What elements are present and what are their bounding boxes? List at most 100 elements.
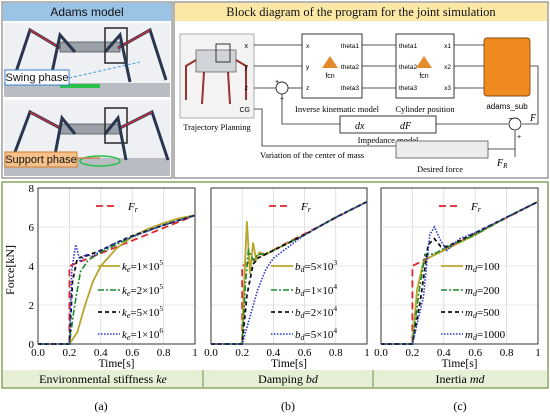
- legend-label-fr: Fr: [470, 201, 482, 214]
- sum1-plus-a: +: [275, 79, 279, 86]
- y-tick-label: 4: [29, 261, 35, 273]
- charts-region: Force[kN] Environmental stiffness ke Dam…: [1, 181, 549, 413]
- legend-label: ke=1×105: [122, 258, 163, 274]
- ik-out-theta2: theta2: [341, 64, 359, 71]
- series-line-3: [211, 200, 368, 345]
- x-axis-label: Time[s]: [271, 358, 307, 370]
- series-line-1: [38, 214, 196, 345]
- x-tick-label: 0.0: [204, 347, 218, 359]
- series-line-4: [211, 200, 368, 345]
- desired-force-block: [395, 140, 489, 159]
- support-phase-label: Support phase: [5, 154, 77, 166]
- x-axis-label: Time[s]: [99, 358, 135, 370]
- ik-in-z: z: [306, 85, 309, 92]
- sum-junction-2: [508, 117, 522, 131]
- legend-label-fr: Fr: [300, 201, 312, 214]
- force-FR-label: FR: [496, 158, 508, 170]
- desired-force-caption: Desired force: [417, 164, 463, 174]
- block-diagram-title: Block diagram of the program for the joi…: [226, 5, 496, 19]
- x-tick-label: 0.4: [267, 347, 281, 359]
- plot-area: [210, 187, 368, 345]
- caption-a: Environmental stiffness ke: [39, 372, 167, 386]
- ik-in-y: y: [306, 64, 310, 71]
- ik-in-x: x: [306, 43, 310, 50]
- variation-caption: Variation of the center of mass: [260, 150, 364, 160]
- x-tick-label: 1: [364, 347, 370, 359]
- x-tick-label: 0.2: [406, 347, 420, 359]
- ik-out-theta3: theta3: [341, 85, 359, 92]
- traj-port-y: y: [245, 64, 249, 71]
- impedance-dx: dx: [355, 121, 365, 132]
- trajectory-planning-block: [179, 33, 255, 119]
- robot-image-swing: [4, 23, 170, 97]
- y-tick-label: 8: [29, 183, 35, 195]
- series-line-2: [38, 214, 196, 345]
- x-tick-label: 0.4: [437, 347, 451, 359]
- caption-band: [3, 370, 547, 387]
- swing-phase-label: Swing phase: [6, 72, 69, 84]
- x-tick-label: 1: [535, 347, 541, 359]
- impedance-model-block: [339, 115, 437, 134]
- panel-label-a: (a): [94, 399, 107, 413]
- x-tick-label: 0.2: [63, 347, 77, 359]
- plot-area: [380, 187, 539, 345]
- legend-label: md=100: [465, 261, 500, 274]
- legend-label: bd=2×104: [295, 304, 337, 320]
- matlab-fcn-icon-1: [322, 56, 338, 68]
- impedance-dF: dF: [400, 121, 412, 132]
- legend-label: md=500: [465, 307, 500, 320]
- charts-frame: [1, 181, 549, 389]
- ik-caption: Inverse kinematic model: [295, 104, 380, 114]
- adams-title: Adams model: [50, 5, 123, 19]
- panel-label-b: (b): [281, 399, 295, 413]
- block-diagram-panel: Block diagram of the program for the joi…: [173, 1, 549, 179]
- x-tick-label: 0.0: [31, 347, 45, 359]
- trajectory-planning-label: Trajectory Planning: [183, 122, 251, 132]
- legend-label: md=200: [465, 285, 500, 298]
- cyl-in-theta1: theta1: [399, 43, 417, 50]
- adams-panel: Adams model: [1, 1, 173, 179]
- support-phase-box: [4, 151, 78, 168]
- y-tick-label: 2: [29, 300, 35, 312]
- series-line-4: [38, 214, 196, 345]
- legend-label-fr: Fr: [127, 201, 139, 214]
- caption-b: Damping bd: [258, 372, 319, 386]
- traj-port-z: z: [245, 85, 249, 92]
- legend-label: bd=5×104: [295, 326, 337, 342]
- sum2-plus: +: [517, 134, 521, 141]
- cyl-out-x2: x2: [444, 64, 451, 71]
- series-line-3: [38, 214, 196, 345]
- cyl-fcn-label: fcn: [419, 73, 428, 80]
- ik-fcn-label: fcn: [325, 73, 334, 80]
- x-tick-label: 0.6: [298, 347, 312, 359]
- impedance-caption: Impedance model: [358, 135, 419, 145]
- legend-label: bd=5×103: [295, 258, 337, 274]
- y-axis-label: Force[kN]: [3, 245, 17, 295]
- ik-out-theta1: theta1: [341, 43, 359, 50]
- trajectory-robot-icon: [185, 43, 247, 105]
- legend-label: bd=1×104: [295, 282, 337, 298]
- traj-port-cg: CG: [240, 107, 251, 114]
- series-line-4: [381, 200, 539, 345]
- legend-label: ke=2×105: [122, 282, 163, 298]
- x-tick-label: 0.2: [235, 347, 249, 359]
- legend-label: ke=5×105: [122, 304, 163, 320]
- plot-area: [37, 187, 196, 345]
- cyl-in-theta3: theta3: [399, 85, 417, 92]
- y-tick-label: 0: [29, 339, 35, 351]
- sum2-minus: −: [508, 114, 513, 123]
- x-tick-label: 0.8: [500, 347, 514, 359]
- x-tick-label: 0.6: [468, 347, 482, 359]
- cyl-out-x3: x3: [444, 85, 451, 92]
- panel-label-c: (c): [453, 399, 466, 413]
- signal-lines: [254, 44, 539, 157]
- adams-sub-block: [483, 37, 531, 97]
- x-tick-label: 1: [192, 347, 198, 359]
- matlab-fcn-icon-2: [416, 56, 432, 68]
- x-tick-label: 0.0: [374, 347, 388, 359]
- cyl-in-theta2: theta2: [399, 64, 417, 71]
